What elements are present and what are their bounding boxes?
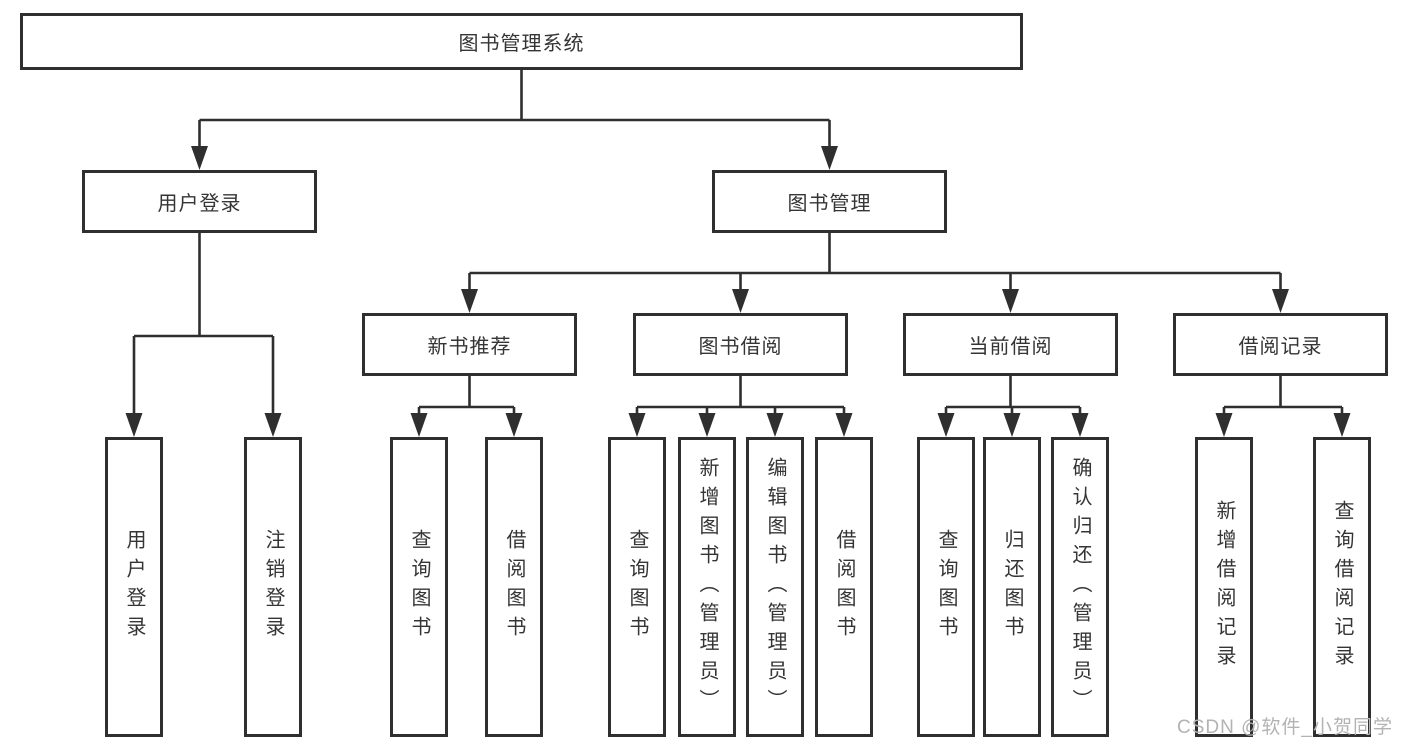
leaf-confirm-return-admin: 确认归还（管理员） bbox=[1051, 437, 1109, 737]
csdn-watermark: CSDN @软件_小贺同学 bbox=[1177, 717, 1393, 738]
leaf-borrow-books-borrowing: 借阅图书 bbox=[815, 437, 873, 737]
leaf-borrow-books-recommend: 借阅图书 bbox=[485, 437, 543, 737]
leaf-add-book-admin: 新增图书（管理员） bbox=[678, 437, 736, 737]
leaf-return-books: 归还图书 bbox=[983, 437, 1041, 737]
node-new-book-recommendation: 新书推荐 bbox=[362, 313, 577, 376]
node-book-borrowing: 图书借阅 bbox=[633, 313, 848, 376]
node-book-management-branch: 图书管理 bbox=[712, 170, 947, 233]
node-library-management-system: 图书管理系统 bbox=[20, 13, 1023, 70]
leaf-add-borrow-record: 新增借阅记录 bbox=[1195, 437, 1253, 737]
leaf-query-books-current: 查询图书 bbox=[917, 437, 975, 737]
node-current-borrowing: 当前借阅 bbox=[903, 313, 1118, 376]
leaf-edit-book-admin: 编辑图书（管理员） bbox=[746, 437, 804, 737]
leaf-query-borrow-record: 查询借阅记录 bbox=[1313, 437, 1371, 737]
leaf-logout: 注销登录 bbox=[244, 437, 302, 737]
node-user-login-branch: 用户登录 bbox=[82, 170, 317, 233]
leaf-query-books-recommend: 查询图书 bbox=[390, 437, 448, 737]
leaf-query-books-borrowing: 查询图书 bbox=[608, 437, 666, 737]
node-borrowing-records: 借阅记录 bbox=[1173, 313, 1388, 376]
leaf-user-login: 用户登录 bbox=[105, 437, 163, 737]
